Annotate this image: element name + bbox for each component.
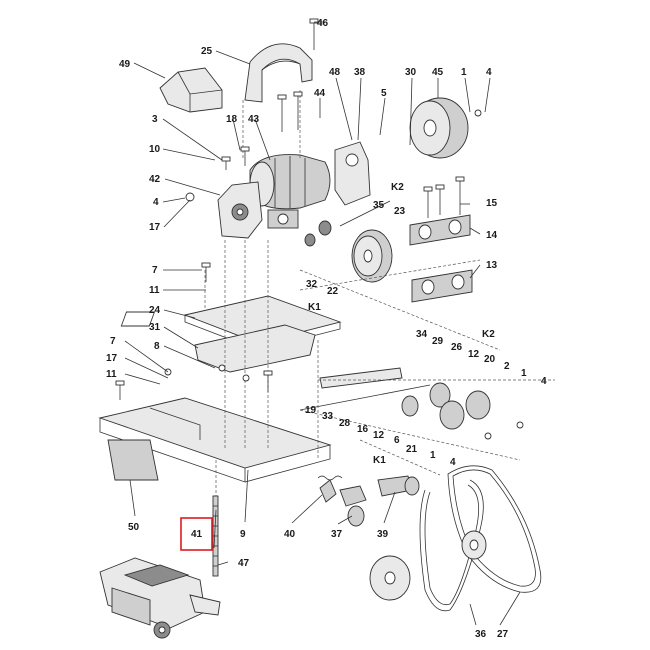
label-38: 38: [354, 67, 366, 78]
label-3: 3: [152, 114, 158, 125]
label-41: 41: [191, 529, 203, 540]
label-19: 19: [305, 405, 317, 416]
label-29: 29: [432, 336, 444, 347]
guard-49: [159, 67, 223, 113]
gear-22: [351, 229, 393, 283]
label-7-top: 7: [152, 265, 158, 276]
alignment-lines: [204, 90, 555, 496]
label-k1-lower: K1: [373, 455, 386, 466]
label-13: 13: [486, 260, 498, 271]
label-37: 37: [331, 529, 343, 540]
label-5: 5: [381, 88, 387, 99]
label-44: 44: [314, 88, 326, 99]
label-1-top: 1: [461, 67, 467, 78]
label-47: 47: [238, 558, 250, 569]
label-45: 45: [432, 67, 444, 78]
rod-41: [212, 495, 219, 577]
bearing-block-14: [409, 214, 471, 246]
label-4-top: 4: [486, 67, 492, 78]
label-17-left: 17: [106, 353, 118, 364]
screw-46: [309, 18, 319, 50]
label-35: 35: [373, 200, 385, 211]
label-30: 30: [405, 67, 417, 78]
belt-36: [419, 479, 484, 612]
label-24: 24: [149, 305, 161, 316]
label-48: 48: [329, 67, 341, 78]
label-22: 22: [327, 286, 339, 297]
label-40: 40: [284, 529, 296, 540]
label-23: 23: [394, 206, 406, 217]
label-16: 16: [357, 424, 369, 435]
label-15: 15: [486, 198, 498, 209]
label-20: 20: [484, 354, 496, 365]
tensioner-39: [377, 475, 420, 497]
label-31: 31: [149, 322, 161, 333]
label-43: 43: [248, 114, 260, 125]
pulley-36: [369, 555, 411, 601]
label-9: 9: [240, 529, 246, 540]
label-2: 2: [504, 361, 510, 372]
label-6: 6: [394, 435, 400, 446]
label-4-left: 4: [153, 197, 159, 208]
label-8: 8: [154, 341, 160, 352]
spring-40: [317, 475, 343, 503]
belt-27: [447, 465, 542, 593]
label-17-top: 17: [149, 222, 161, 233]
label-11-top: 11: [149, 285, 160, 296]
label-33: 33: [322, 411, 334, 422]
bearing-block-13: [411, 269, 473, 303]
label-27: 27: [497, 629, 509, 640]
label-14: 14: [486, 230, 498, 241]
label-k2-top: K2: [391, 182, 404, 193]
leader-lines: [124, 21, 521, 626]
label-10: 10: [149, 144, 161, 155]
label-1-lower: 1: [430, 450, 436, 461]
bearing-housing: [267, 209, 332, 247]
label-k1-top: K1: [308, 302, 321, 313]
frame-50: [98, 397, 332, 483]
gearbox-42: [217, 181, 263, 239]
label-36: 36: [475, 629, 487, 640]
shaft-assembly: [299, 367, 491, 430]
label-4-lower: 4: [450, 457, 456, 468]
label-46: 46: [317, 18, 329, 29]
label-1-right: 1: [521, 368, 527, 379]
label-12-right: 12: [468, 349, 480, 360]
highlight-box-41: [180, 517, 213, 551]
part-labels: 46 25 49 48 38 30 45 1 4 44 5 3 18 43 10…: [106, 18, 547, 640]
pulley-lower: [461, 530, 487, 560]
label-7-left: 7: [110, 336, 116, 347]
label-32: 32: [306, 279, 318, 290]
label-34: 34: [416, 329, 428, 340]
machine-thumbnail: [99, 557, 221, 639]
plate-31: [194, 324, 316, 373]
label-26: 26: [451, 342, 463, 353]
label-49: 49: [119, 59, 131, 70]
motor-bracket: [334, 141, 371, 206]
motor-43: [249, 154, 331, 210]
label-39: 39: [377, 529, 389, 540]
label-k2-right: K2: [482, 329, 495, 340]
pulley-45: [409, 97, 469, 159]
label-21: 21: [406, 444, 418, 455]
label-28: 28: [339, 418, 351, 429]
label-42: 42: [149, 174, 161, 185]
label-50: 50: [128, 522, 140, 533]
bolts: [115, 91, 524, 440]
tensioner-37: [339, 485, 367, 527]
label-25: 25: [201, 46, 213, 57]
label-12-lower: 12: [373, 430, 385, 441]
belt-cover-25: [244, 43, 313, 103]
label-11-left: 11: [106, 369, 117, 380]
label-4-right: 4: [541, 376, 547, 387]
label-18: 18: [226, 114, 238, 125]
